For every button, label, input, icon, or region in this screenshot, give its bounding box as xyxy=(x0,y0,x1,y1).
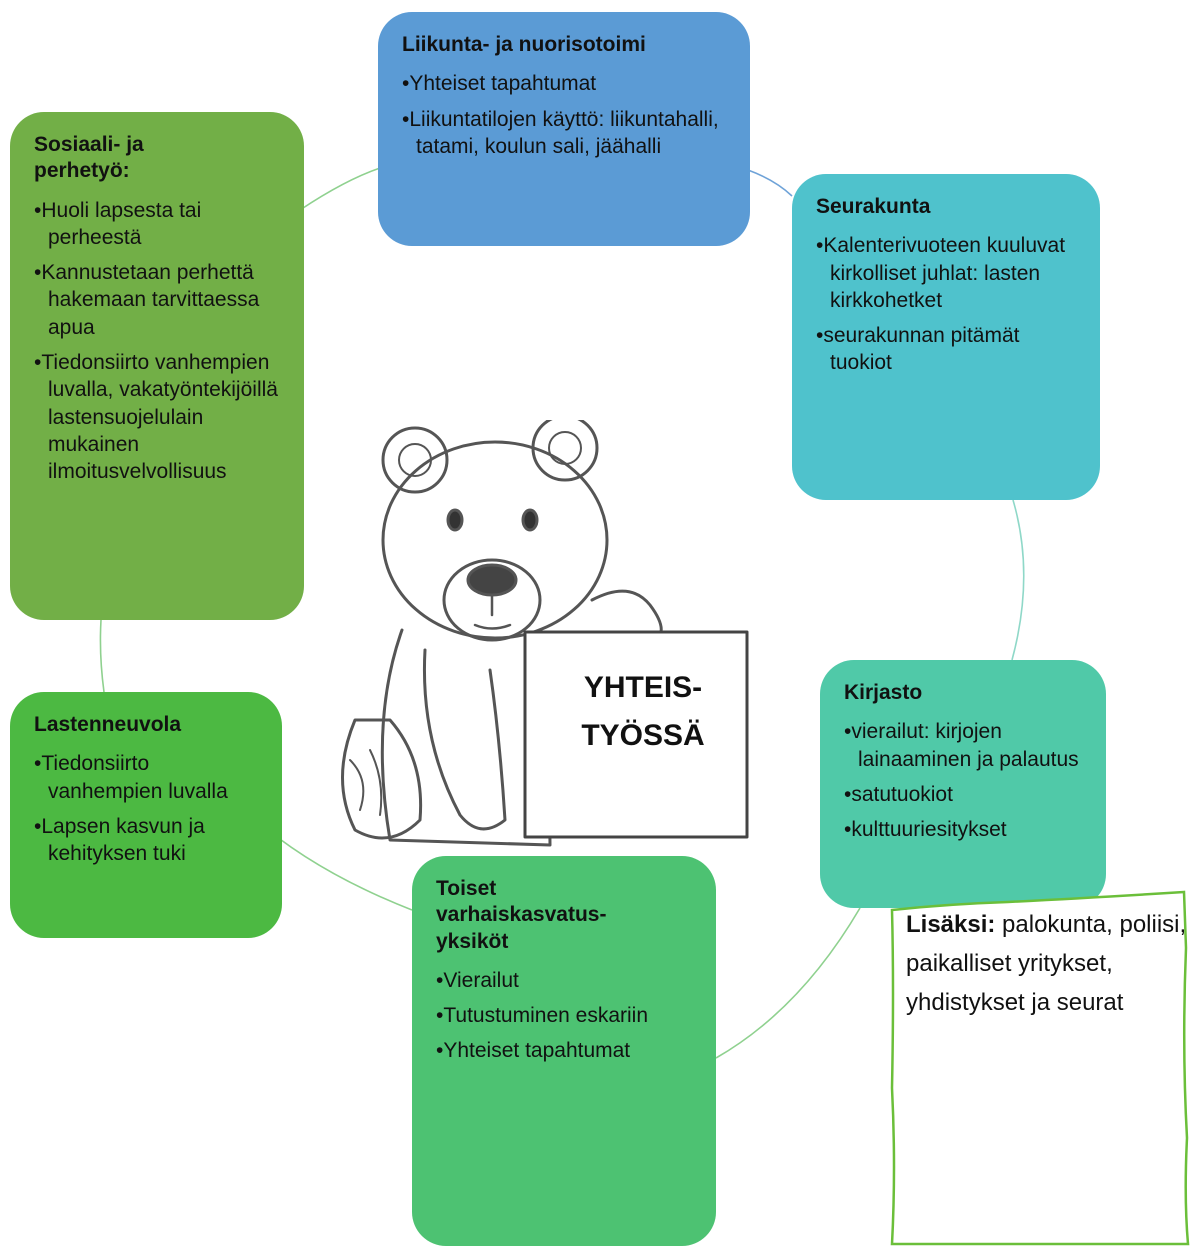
list-item: Tiedonsiirto vanhempien luvalla, vakatyö… xyxy=(34,349,288,485)
bear-head xyxy=(381,440,609,640)
box-title: Sosiaali- ja perhetyö: xyxy=(34,133,144,183)
connector-liikunta-seurakunta xyxy=(747,169,793,197)
note-body: palokunta, poliisi, paikalliset yritykse… xyxy=(906,911,1187,1016)
note-text: Lisäksi: palokunta, poliisi, paikalliset… xyxy=(906,906,1196,1023)
box-title: Toiset varhaiskasvatus-yksiköt xyxy=(436,877,607,953)
box-toiset: Toiset varhaiskasvatus-yksiköt Vierailut… xyxy=(412,856,716,1246)
sign-board xyxy=(523,630,749,839)
list-item: seurakunnan pitämät tuokiot xyxy=(816,322,1084,377)
center-label: YHTEIS- TYÖSSÄ xyxy=(548,664,738,760)
connector-kirjasto-toiset xyxy=(715,907,861,1059)
connector-seurakunta-kirjasto xyxy=(1011,499,1025,661)
list-item: Tiedonsiirto vanhempien luvalla xyxy=(34,750,266,805)
center-label-line-1: YHTEIS- xyxy=(583,671,703,704)
list-item: Tutustuminen eskariin xyxy=(436,1002,700,1029)
list-item: Liikuntatilojen käyttö: liikuntahalli, t… xyxy=(402,106,734,161)
connector-lastenneuvola-sosiaali xyxy=(99,619,105,693)
list-item: Kalenterivuoteen kuuluvat kirkolliset ju… xyxy=(816,232,1084,314)
list-item: Vierailut xyxy=(436,967,700,994)
teddy-bear-illustration xyxy=(341,420,749,847)
note-bold: Lisäksi: xyxy=(906,911,996,938)
box-kirjasto: Kirjasto vierailut: kirjojen lainaaminen… xyxy=(820,660,1106,908)
list-item: Lapsen kasvun ja kehityksen tuki xyxy=(34,813,266,868)
note-frame xyxy=(890,890,1190,1246)
list-item: Yhteiset tapahtumat xyxy=(436,1037,700,1064)
bear-arm-right xyxy=(590,589,663,637)
bear-foot xyxy=(341,718,423,840)
list-item: kulttuuriesitykset xyxy=(844,816,1090,843)
list-item: vierailut: kirjojen lainaaminen ja palau… xyxy=(844,718,1090,773)
box-title: Liikunta- ja nuorisotoimi xyxy=(402,33,646,56)
center-label-line-2: TYÖSSÄ xyxy=(581,719,705,752)
bear-eye-left xyxy=(446,508,464,532)
box-liikunta: Liikunta- ja nuorisotoimi Yhteiset tapah… xyxy=(378,12,750,246)
box-title: Kirjasto xyxy=(844,681,923,704)
list-item: Yhteiset tapahtumat xyxy=(402,70,734,97)
bear-ear-left xyxy=(381,426,449,494)
box-title: Seurakunta xyxy=(816,195,931,218)
box-seurakunta: Seurakunta Kalenterivuoteen kuuluvat kir… xyxy=(792,174,1100,500)
bear-nose xyxy=(466,563,518,597)
bear-eye-right xyxy=(521,508,539,532)
box-title: Lastenneuvola xyxy=(34,713,182,736)
bear-muzzle xyxy=(442,558,542,642)
box-lastenneuvola: Lastenneuvola Tiedonsiirto vanhempien lu… xyxy=(10,692,282,938)
list-item: satutuokiot xyxy=(844,781,1090,808)
list-item: Huoli lapsesta tai perheestä xyxy=(34,197,288,252)
list-item: Kannustetaan perhettä hakemaan tarvittae… xyxy=(34,259,288,341)
connector-sosiaali-liikunta xyxy=(299,167,381,211)
bear-arm-left xyxy=(422,648,507,831)
box-sosiaali: Sosiaali- ja perhetyö: Huoli lapsesta ta… xyxy=(10,112,304,620)
